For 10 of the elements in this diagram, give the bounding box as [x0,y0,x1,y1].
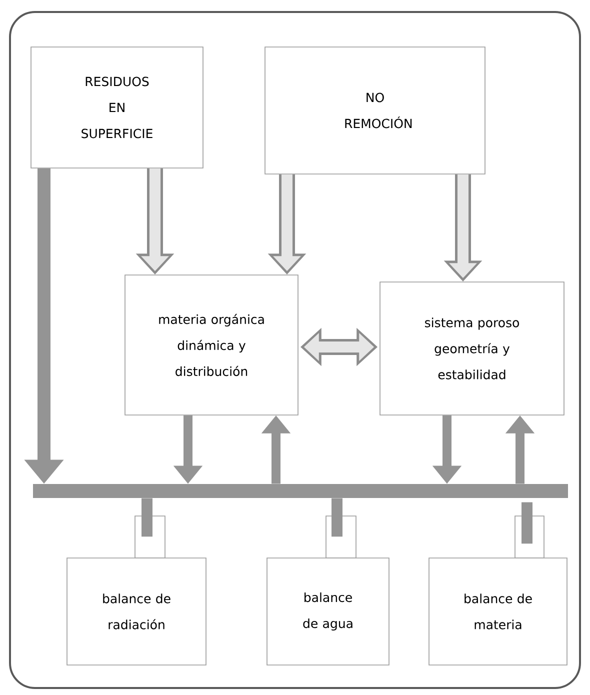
balance-box: balance de agua [266,558,390,666]
process-box: NO REMOCIÓN [264,46,486,174]
process-box: materia orgánica dinámica y distribución [124,274,298,416]
process-box: RESIDUOS EN SUPERFICIE [30,46,204,168]
connector-bar [522,502,532,544]
balance-box: balance de materia [428,558,568,666]
process-box: sistema poroso geometría y estabilidad [380,282,564,416]
connector-bar [142,498,152,537]
connector-bar [332,498,342,537]
balance-box: balance de radiación [66,558,206,666]
